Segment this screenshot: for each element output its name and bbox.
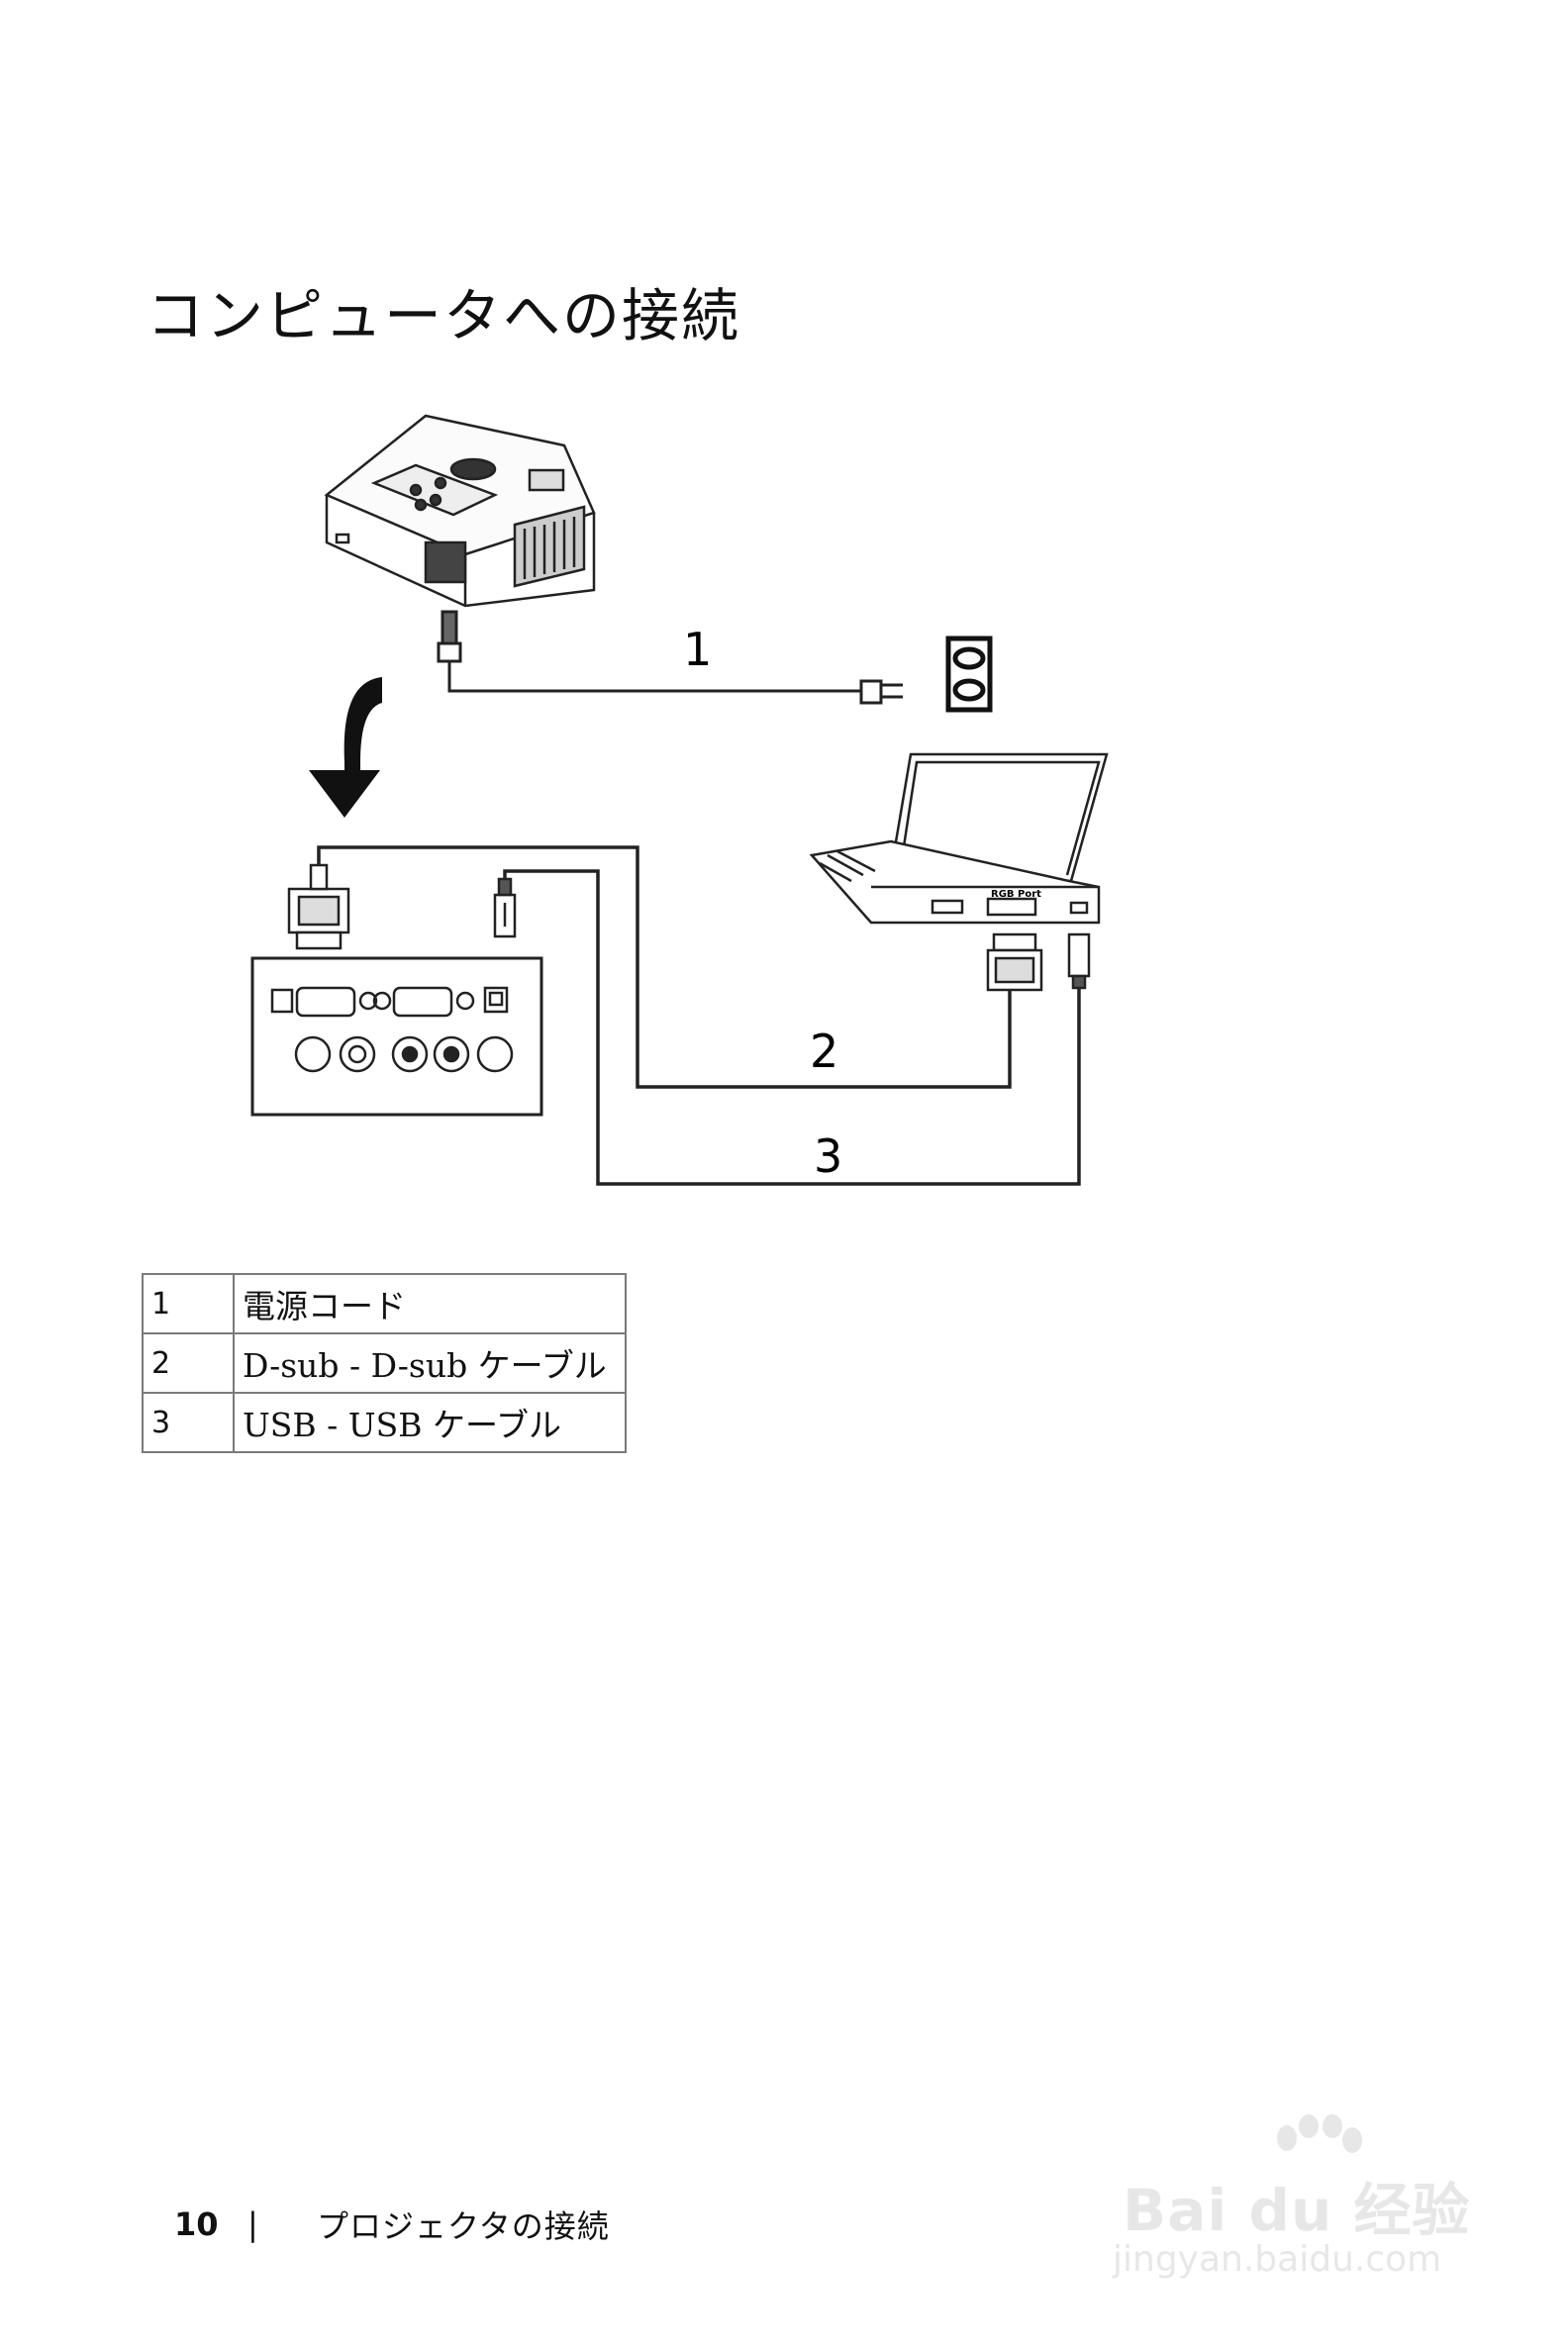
- paw-logo-icon: [1277, 2114, 1362, 2153]
- page-footer: 10 | プロジェクタの接続: [174, 2202, 610, 2247]
- connection-diagram: 1: [250, 414, 1109, 1186]
- callout-1: 1: [683, 623, 712, 676]
- legend-description: D-sub - D-sub ケーブル: [233, 1332, 627, 1394]
- dsub-connector-projector: [287, 863, 350, 950]
- rgb-port-label: RGB Port: [991, 889, 1041, 900]
- legend-number: 1: [142, 1273, 235, 1334]
- projector-port-panel: [250, 956, 543, 1117]
- legend-number: 3: [142, 1392, 235, 1453]
- power-cable: [437, 610, 903, 705]
- watermark-brand: Bai du 经验: [1123, 2177, 1471, 2244]
- legend-description: USB ‑ USB ケーブル: [233, 1392, 627, 1453]
- cable-legend-table: 1 電源コード 2 D-sub - D-sub ケーブル 3 USB ‑ USB…: [142, 1273, 627, 1453]
- laptop-illustration: [809, 752, 1109, 925]
- usb-connector-projector: [493, 877, 517, 938]
- callout-2: 2: [810, 1025, 838, 1078]
- footer-section-title: プロジェクタの接続: [317, 2207, 610, 2245]
- baidu-watermark: Bai du 经验 jingyan.baidu.com: [1109, 2114, 1485, 2293]
- projector-illustration: [324, 414, 596, 608]
- page-number: 10: [174, 2205, 219, 2243]
- arrow-down-icon: [309, 677, 382, 818]
- dsub-cable: [317, 845, 1012, 1089]
- usb-connector-laptop: [1067, 932, 1091, 990]
- footer-separator: |: [247, 2205, 258, 2243]
- page-title: コンピュータへの接続: [147, 282, 741, 349]
- table-row: 1 電源コード: [142, 1273, 627, 1334]
- watermark-url: jingyan.baidu.com: [1113, 2239, 1442, 2280]
- dsub-connector-laptop: [986, 932, 1043, 992]
- legend-number: 2: [142, 1332, 235, 1394]
- wall-outlet: [945, 636, 993, 713]
- table-row: 2 D-sub - D-sub ケーブル: [142, 1332, 627, 1394]
- usb-cable: [503, 869, 1081, 1186]
- legend-description: 電源コード: [233, 1273, 627, 1334]
- table-row: 3 USB ‑ USB ケーブル: [142, 1392, 627, 1453]
- callout-3: 3: [814, 1129, 842, 1183]
